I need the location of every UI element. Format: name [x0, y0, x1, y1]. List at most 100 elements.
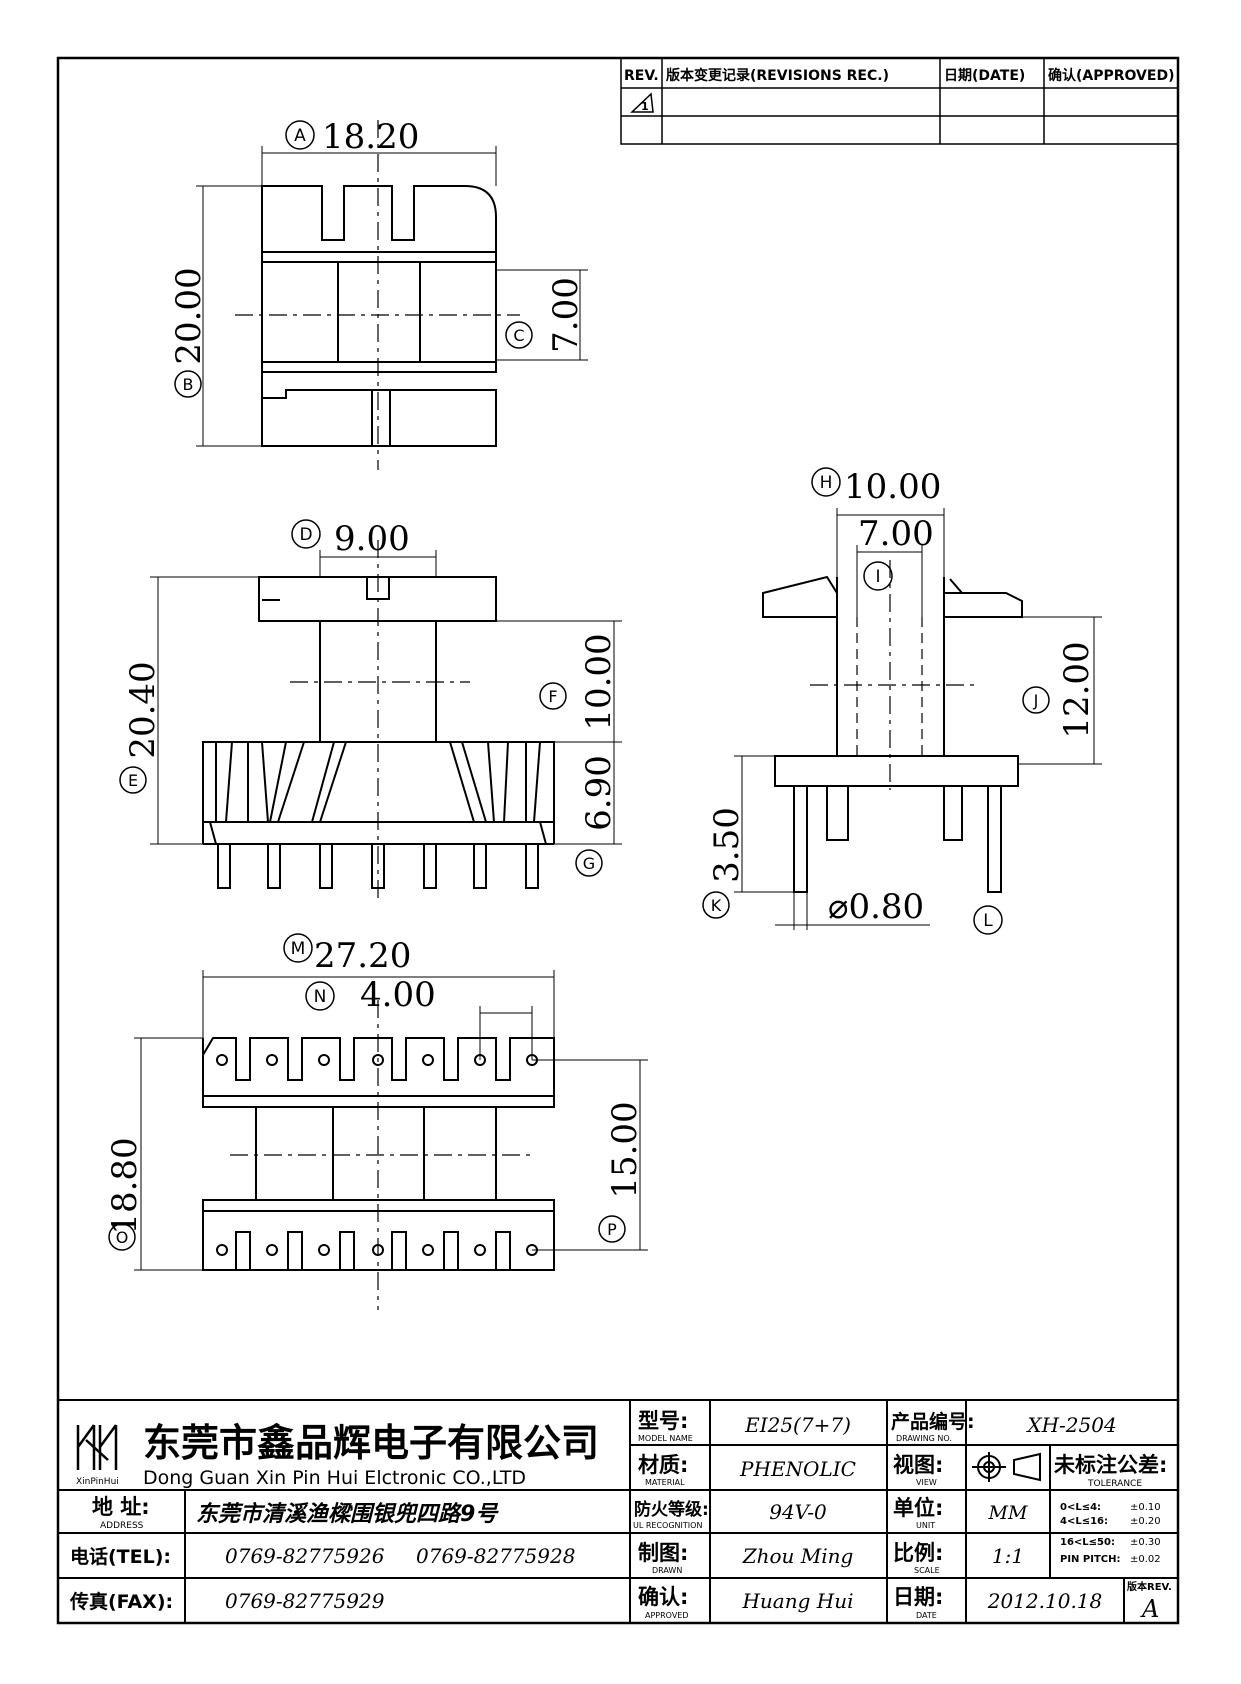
dimension-N: N 4.00 [305, 975, 436, 1015]
model-label-en: MODEL NAME [638, 1434, 693, 1443]
tolerance-value-2: ±0.20 [1130, 1516, 1161, 1527]
material-value: PHENOLIC [739, 1457, 856, 1481]
tolerance-range-3: 16<L≤50: [1060, 1537, 1115, 1548]
svg-text:18.80: 18.80 [105, 1137, 145, 1234]
drawing-no-label: 产品编号: [891, 1410, 975, 1433]
dimension-J: 12.00 J [1022, 641, 1097, 739]
unit-label: 单位: [893, 1496, 943, 1520]
svg-text:I: I [875, 567, 880, 587]
revisions-record-header: 版本变更记录(REVISIONS REC.) [666, 67, 889, 84]
approved-label-en: APPROVED [645, 1611, 689, 1620]
address-label-en: ADDRESS [100, 1521, 144, 1531]
dimension-F: 10.00 F [539, 633, 619, 731]
approved-header: 确认(APPROVED) [1048, 67, 1174, 84]
flame-value: 94V-0 [769, 1500, 827, 1524]
date-label-en: DATE [916, 1611, 937, 1620]
svg-text:P: P [607, 1220, 617, 1239]
svg-text:12.00: 12.00 [1057, 641, 1097, 738]
tel-value-1: 0769-82775926 [225, 1544, 385, 1568]
dimension-E: 20.40 E [119, 661, 163, 794]
company-logo: XinPinHui [76, 1424, 119, 1487]
svg-text:4.00: 4.00 [360, 975, 436, 1015]
dimension-I: 7.00 I [858, 514, 934, 591]
side-view [762, 575, 1023, 893]
date-value: 2012.10.18 [987, 1589, 1103, 1613]
svg-text:D: D [299, 525, 312, 545]
scale-label: 比例: [893, 1541, 943, 1565]
bottom-view-centerlines [230, 1000, 530, 1310]
unit-label-en: UNIT [916, 1521, 935, 1530]
top-view-dimlines [196, 146, 588, 447]
tolerance-value-1: ±0.10 [1130, 1502, 1161, 1513]
svg-text:L: L [983, 911, 993, 931]
svg-text:3.50: 3.50 [707, 807, 747, 883]
date-label: 日期: [893, 1585, 943, 1609]
drawn-label: 制图: [638, 1541, 688, 1565]
fax-label: 传真(FAX): [69, 1590, 173, 1613]
company-name-en: Dong Guan Xin Pin Hui Elctronic CO.,LTD [143, 1467, 526, 1489]
revision-triangle-icon: 1 [630, 92, 654, 113]
svg-text:18.20: 18.20 [322, 117, 419, 157]
svg-text:9.00: 9.00 [334, 519, 410, 559]
svg-text:B: B [183, 375, 194, 394]
svg-text:15.00: 15.00 [605, 1101, 645, 1198]
unit-value: MM [988, 1502, 1028, 1524]
scale-label-en: SCALE [914, 1566, 940, 1575]
svg-text:XinPinHui: XinPinHui [76, 1477, 119, 1487]
drawn-label-en: DRAWN [652, 1566, 682, 1575]
tolerance-value-3: ±0.30 [1130, 1537, 1161, 1548]
view-label-en: VIEW [916, 1478, 937, 1487]
svg-text:20.40: 20.40 [123, 661, 163, 758]
fax-value: 0769-82775929 [225, 1589, 385, 1613]
svg-text:G: G [583, 854, 595, 873]
svg-text:J: J [1033, 691, 1039, 710]
svg-text:F: F [548, 687, 557, 706]
rev-label: 版本REV. [1127, 1580, 1172, 1593]
approved-value: Huang Hui [741, 1589, 853, 1613]
tel-value-2: 0769-82775928 [416, 1544, 575, 1568]
rev-value: A [1140, 1595, 1159, 1623]
svg-text:A: A [294, 126, 306, 146]
front-view-dimlines [150, 550, 622, 845]
dimension-M: M 27.20 [283, 933, 411, 976]
tolerance-range-4: PIN PITCH: [1060, 1554, 1120, 1565]
date-header: 日期(DATE) [944, 68, 1025, 84]
dimension-P: 15.00 P [598, 1101, 645, 1243]
flame-label: 防火等级: [634, 1499, 709, 1520]
tolerance-value-4: ±0.02 [1130, 1554, 1161, 1565]
dimension-O: 18.80 O [105, 1137, 145, 1251]
company-name-cn: 东莞市鑫品辉电子有限公司 [143, 1421, 599, 1465]
view-label: 视图: [893, 1453, 943, 1477]
flame-label-en: UL RECOGNITION [633, 1521, 702, 1530]
bottom-view-dimlines [134, 970, 648, 1271]
top-view [261, 185, 497, 447]
svg-text:6.90: 6.90 [579, 755, 619, 831]
svg-text:7.00: 7.00 [546, 277, 586, 353]
tolerance-range-1: 0<L≤4: [1060, 1502, 1101, 1513]
top-view-centerlines [235, 120, 520, 470]
revision-number: 1 [641, 100, 649, 113]
svg-text:10.00: 10.00 [844, 467, 941, 507]
scale-value: 1:1 [992, 1544, 1024, 1568]
svg-text:⌀0.80: ⌀0.80 [828, 887, 924, 927]
revision-table [620, 57, 1179, 145]
tolerance-range-2: 4<L≤16: [1060, 1516, 1108, 1527]
address-label: 地 址: [92, 1495, 150, 1519]
model-value: EI25(7+7) [744, 1413, 851, 1437]
approved-label: 确认: [638, 1585, 688, 1609]
dimension-A: A 18.20 [285, 117, 419, 157]
rev-header: REV. [624, 68, 659, 84]
drawing-frame [56, 56, 1180, 1625]
tolerance-title-en: TOLERANCE [1087, 1479, 1142, 1489]
dimension-C: 7.00 C [505, 277, 586, 353]
svg-text:C: C [513, 326, 524, 345]
svg-text:N: N [314, 987, 327, 1007]
title-block-grid [57, 1399, 1179, 1624]
svg-text:K: K [711, 896, 722, 915]
tel-label: 电话(TEL): [70, 1545, 171, 1568]
side-view-dimlines [734, 508, 1102, 930]
svg-text:27.20: 27.20 [314, 936, 411, 976]
svg-text:E: E [128, 771, 138, 790]
material-label-en: MATERIAL [645, 1478, 685, 1487]
